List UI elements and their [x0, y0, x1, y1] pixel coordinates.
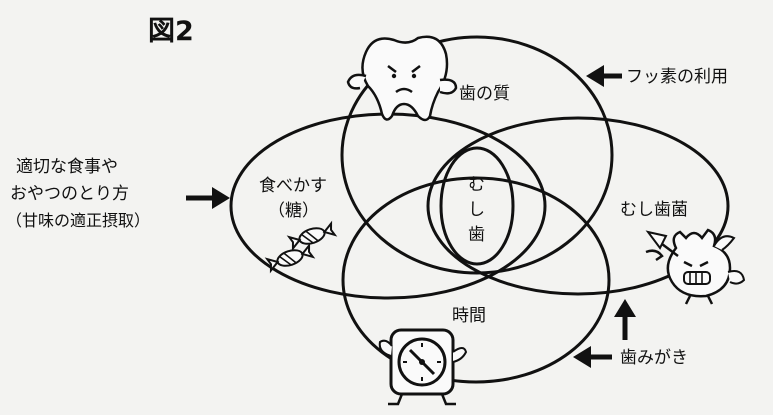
tooth-quality-ellipse — [340, 35, 614, 275]
tooth-icon — [346, 35, 458, 122]
clock-icon — [378, 328, 468, 406]
label-cavity-bacteria: むし歯菌 — [620, 200, 688, 220]
bacteria-icon — [645, 228, 746, 305]
label-diet-line1: 適切な食事や — [16, 157, 118, 177]
label-center-line1: む — [468, 175, 485, 195]
time-ellipse — [341, 176, 611, 384]
cavity-bacteria-ellipse — [426, 116, 730, 296]
label-diet-line3: （甘味の適正摂取） — [6, 211, 150, 230]
label-food-residue-line1: 食べかす — [259, 176, 327, 196]
cavity-center-circle — [439, 146, 515, 266]
label-fluoride: フッ素の利用 — [626, 67, 728, 87]
label-center-line2: し — [468, 200, 485, 220]
label-diet-line2: おやつのとり方 — [10, 184, 129, 204]
brushing-arrow-up — [614, 299, 636, 340]
label-time: 時間 — [452, 306, 486, 326]
label-tooth-quality: 歯の質 — [459, 84, 510, 104]
diet-arrow — [186, 187, 230, 209]
candy-icon — [264, 220, 338, 274]
figure-title: 図2 — [148, 16, 194, 47]
label-brushing: 歯みがき — [620, 348, 688, 368]
brushing-arrow-left — [573, 346, 612, 368]
label-food-residue-line2: （糖） — [268, 201, 319, 221]
fluoride-arrow — [586, 65, 622, 87]
label-center-line3: 歯 — [468, 225, 485, 245]
